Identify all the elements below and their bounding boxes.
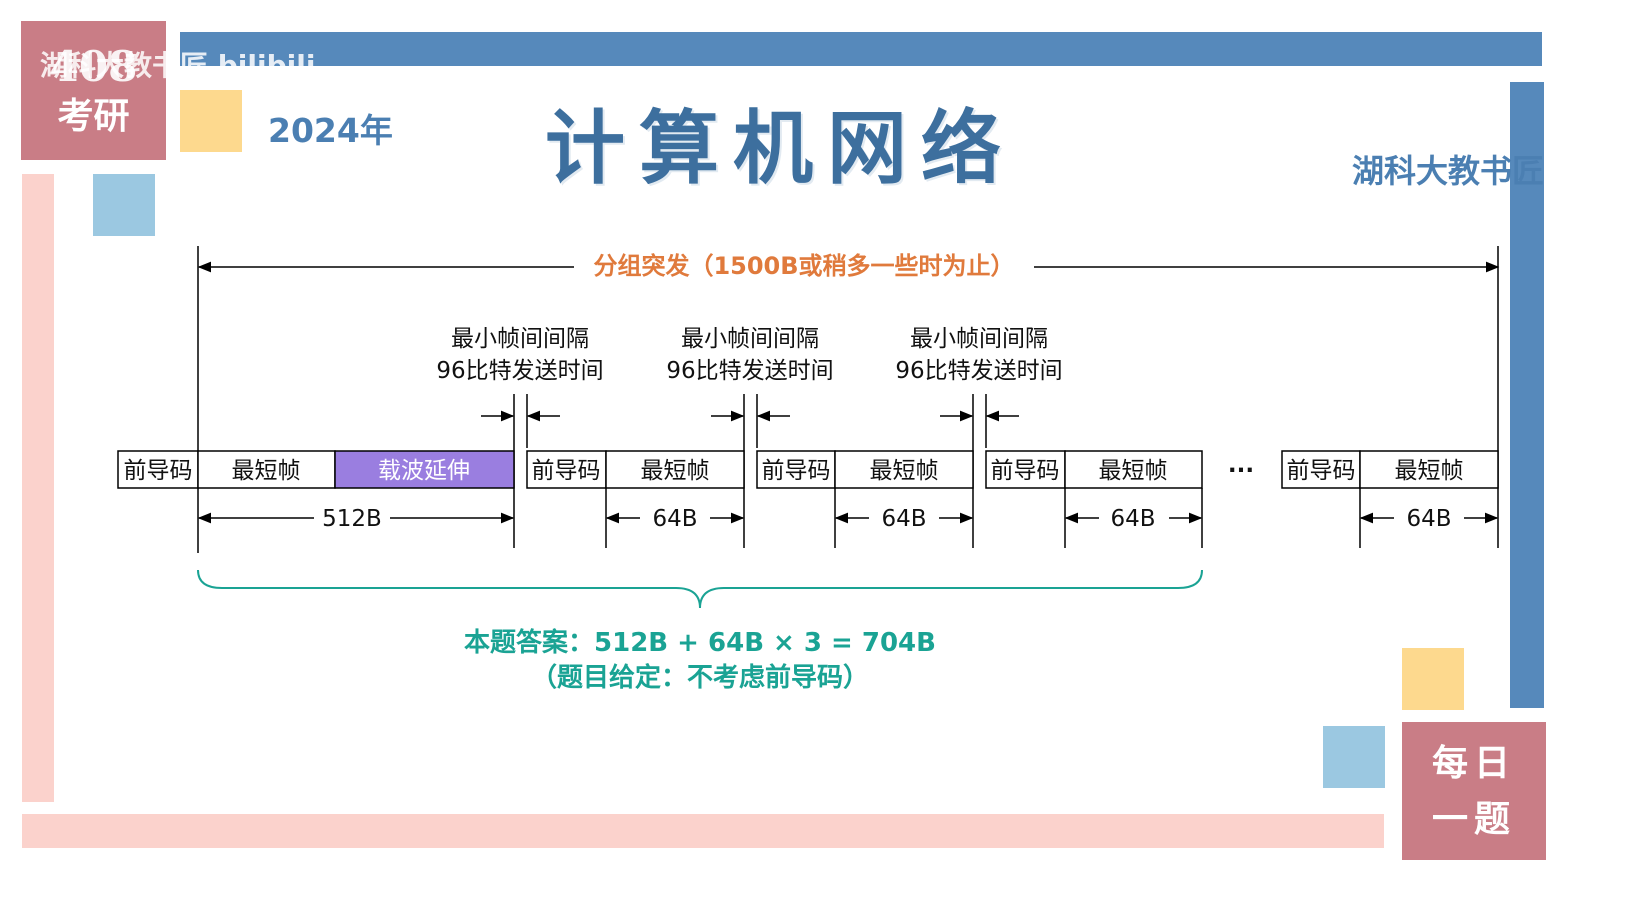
min-frame-box-4 bbox=[1064, 450, 1203, 489]
exam-badge: 408 考研 bbox=[21, 21, 166, 160]
gap-label-3-line1: 最小帧间间隔 bbox=[910, 326, 1048, 352]
preamble-box-5 bbox=[1281, 450, 1361, 489]
left-pink-bar bbox=[22, 174, 54, 802]
size-label-64: 64B bbox=[881, 506, 926, 532]
size-label-64: 64B bbox=[652, 506, 697, 532]
exam-badge-number: 408 bbox=[49, 41, 138, 91]
preamble-label: 前导码 bbox=[532, 458, 601, 484]
blue-square-top bbox=[93, 174, 155, 236]
preamble-box-2 bbox=[526, 450, 607, 489]
min-frame-label: 最短帧 bbox=[870, 458, 939, 484]
min-frame-box-1 bbox=[197, 450, 336, 489]
right-blue-bar bbox=[1510, 82, 1544, 708]
preamble-label: 前导码 bbox=[762, 458, 831, 484]
author-label: 湖科大教书匠 bbox=[1352, 152, 1545, 190]
year-label: 2024年 bbox=[268, 111, 393, 150]
exam-badge-text: 考研 bbox=[57, 94, 130, 137]
gap-label-3-line2: 96比特发送时间 bbox=[895, 358, 1062, 384]
daily-question-badge: 每日 一题 bbox=[1402, 722, 1546, 860]
watermark: 湖科大教书匠 bilibili bbox=[40, 49, 316, 82]
gap-label-1-line1: 最小帧间间隔 bbox=[451, 326, 589, 352]
min-frame-label: 最短帧 bbox=[1395, 458, 1464, 484]
min-frame-label: 最短帧 bbox=[641, 458, 710, 484]
page-title: 计算机网络 bbox=[545, 101, 1015, 195]
daily-badge-line2: 一题 bbox=[1431, 798, 1516, 840]
bottom-pink-bar bbox=[22, 814, 1384, 848]
preamble-label: 前导码 bbox=[124, 458, 193, 484]
min-frame-box-2 bbox=[605, 450, 745, 489]
min-frame-box-5 bbox=[1359, 450, 1499, 489]
top-blue-bar bbox=[180, 32, 1542, 66]
answer-line-2: （题目给定：不考虑前导码） bbox=[531, 662, 869, 693]
blue-square-bottom bbox=[1323, 726, 1385, 788]
min-frame-box-3 bbox=[834, 450, 974, 489]
preamble-label: 前导码 bbox=[1287, 458, 1356, 484]
answer-line-1: 本题答案：512B + 64B × 3 = 704B bbox=[464, 627, 936, 658]
yellow-square-top bbox=[180, 90, 242, 152]
size-label-512: 512B bbox=[322, 506, 382, 532]
preamble-box-3 bbox=[756, 450, 836, 489]
preamble-label: 前导码 bbox=[991, 458, 1060, 484]
gap-label-1-line2: 96比特发送时间 bbox=[436, 358, 603, 384]
gap-label-2-line2: 96比特发送时间 bbox=[666, 358, 833, 384]
yellow-square-bottom bbox=[1402, 648, 1464, 710]
preamble-box-1 bbox=[117, 450, 199, 489]
burst-label: 分组突发（1500B或稍多一些时为止） bbox=[593, 252, 1014, 280]
min-frame-label: 最短帧 bbox=[232, 458, 301, 484]
sum-brace bbox=[197, 569, 1203, 609]
size-label-64: 64B bbox=[1406, 506, 1451, 532]
daily-badge-line1: 每日 bbox=[1431, 742, 1516, 784]
size-label-64: 64B bbox=[1110, 506, 1155, 532]
gap-label-2-line1: 最小帧间间隔 bbox=[681, 326, 819, 352]
ellipsis: ··· bbox=[1228, 458, 1254, 484]
min-frame-label: 最短帧 bbox=[1099, 458, 1168, 484]
carrier-extension-box bbox=[334, 450, 515, 489]
carrier-extension-label: 载波延伸 bbox=[378, 458, 470, 484]
